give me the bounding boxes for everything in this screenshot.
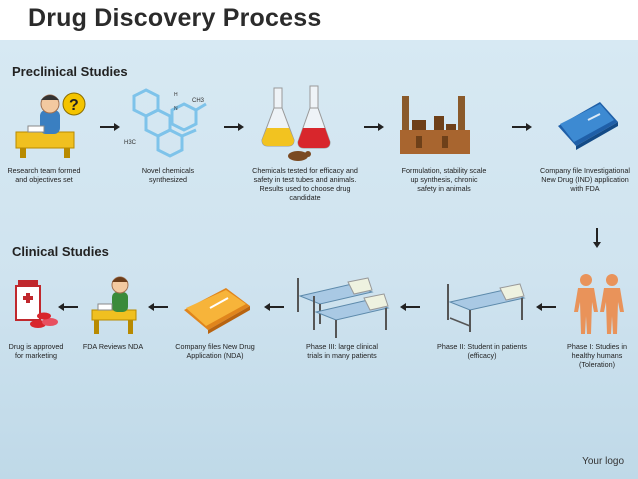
molecule-label-h: H: [174, 92, 178, 98]
arrow-down-icon: [593, 228, 601, 248]
company-logo-placeholder: Your logo: [582, 456, 624, 467]
molecule-label-n: N: [174, 106, 178, 112]
research-team-icon: ?: [15, 92, 86, 158]
arrow-right-icon: [224, 123, 244, 131]
hospital-beds-icon: [297, 277, 390, 338]
molecule-label-h3c: H3C: [124, 140, 137, 146]
section-preclinical: Preclinical Studies: [12, 64, 128, 79]
page-title: Drug Discovery Process: [28, 4, 322, 32]
caption-ind: Company file Investigational New Drug (I…: [540, 166, 630, 193]
fda-reviewer-icon: [91, 276, 137, 334]
arrow-left-icon: [400, 303, 420, 311]
molecule-label-ch3: CH3: [192, 98, 205, 104]
caption-approved: Drug is approved for marketing: [8, 342, 64, 360]
arrow-right-icon: [364, 123, 384, 131]
caption-phase2: Phase II: Student in patients (efficacy): [437, 342, 527, 360]
caption-research-team: Research team formed and objectives set: [7, 166, 81, 184]
arrow-left-icon: [58, 303, 78, 311]
arrow-right-icon: [100, 123, 120, 131]
arrow-right-icon: [512, 123, 532, 131]
nda-folder-icon: [184, 288, 250, 334]
caption-fda-review: FDA Reviews NDA: [82, 342, 144, 351]
diagram-panel: Preclinical Studies Clinical Studies ? R…: [0, 40, 638, 479]
arrow-left-icon: [264, 303, 284, 311]
hospital-bed-icon: [447, 283, 526, 332]
flasks-icon: [261, 85, 331, 161]
section-clinical: Clinical Studies: [12, 244, 109, 259]
svg-text:?: ?: [69, 97, 79, 114]
medicine-icon: [15, 280, 58, 328]
caption-nda: Company files New Drug Application (NDA): [175, 342, 255, 360]
arrow-left-icon: [536, 303, 556, 311]
caption-novel-chemicals: Novel chemicals synthesized: [141, 166, 195, 184]
caption-phase1: Phase I: Studies in healthy humans (Tole…: [567, 342, 627, 369]
arrow-left-icon: [148, 303, 168, 311]
ind-folder-icon: [558, 102, 618, 150]
caption-chemicals-tested: Chemicals tested for efficacy and safety…: [252, 166, 358, 202]
molecule-icon: H3C CH3 N H: [124, 88, 207, 158]
caption-phase3: Phase III: large clinical trials in many…: [306, 342, 378, 360]
caption-formulation: Formulation, stability scale up synthesi…: [401, 166, 487, 193]
human-figures-icon: [574, 274, 624, 334]
factory-icon: [400, 96, 470, 154]
